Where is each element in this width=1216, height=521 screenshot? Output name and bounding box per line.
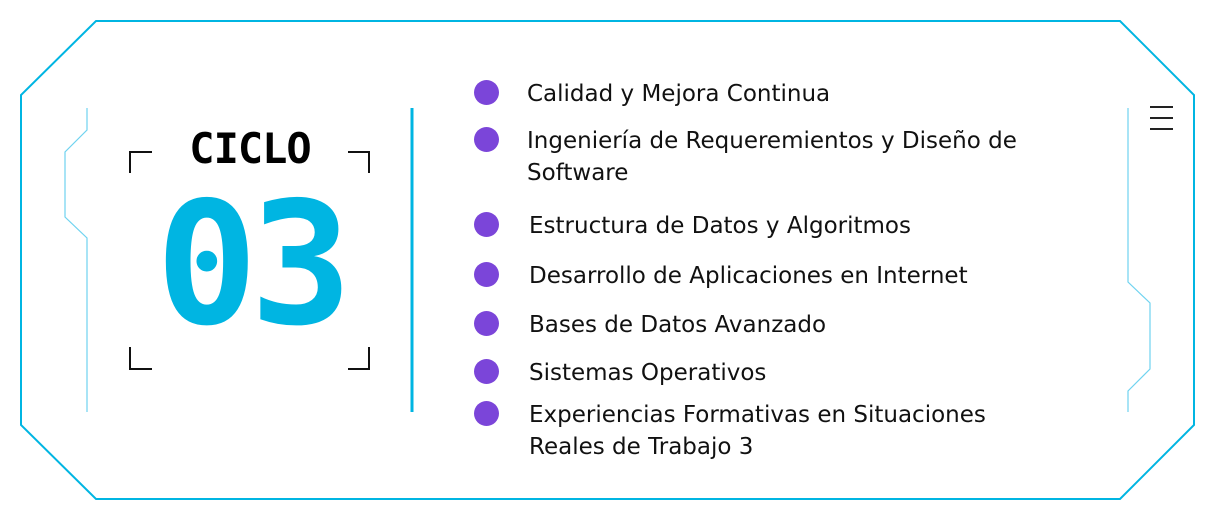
course-label: Ingeniería de Requeremientos y Diseño de…	[527, 128, 1017, 186]
course-label: Calidad y Mejora Continua	[527, 81, 831, 107]
course-label: Bases de Datos Avanzado	[529, 312, 827, 338]
list-item: Calidad y Mejora Continua	[474, 78, 1047, 110]
list-item: Sistemas Operativos	[474, 357, 1049, 389]
bullet-icon	[474, 212, 499, 237]
bullet-icon	[474, 359, 499, 384]
cycle-number: 03	[155, 166, 353, 364]
list-item: Experiencias Formativas en Situaciones R…	[474, 399, 1009, 463]
course-label: Desarrollo de Aplicaciones en Internet	[529, 263, 968, 289]
bullet-icon	[474, 127, 499, 152]
menu-icon[interactable]	[1150, 106, 1173, 139]
course-label: Sistemas Operativos	[529, 360, 767, 386]
list-item: Ingeniería de Requeremientos y Diseño de…	[474, 125, 1027, 189]
course-label: Experiencias Formativas en Situaciones R…	[529, 402, 986, 460]
corner-brackets	[129, 151, 370, 370]
bullet-icon	[474, 311, 499, 336]
bullet-icon	[474, 401, 499, 426]
list-item: Desarrollo de Aplicaciones en Internet	[474, 260, 1049, 292]
cycle-label: CICLO	[189, 124, 311, 173]
list-item: Estructura de Datos y Algoritmos	[474, 210, 1049, 242]
bullet-icon	[474, 262, 499, 287]
course-label: Estructura de Datos y Algoritmos	[529, 213, 911, 239]
bullet-icon	[474, 80, 499, 105]
list-item: Bases de Datos Avanzado	[474, 309, 1049, 341]
